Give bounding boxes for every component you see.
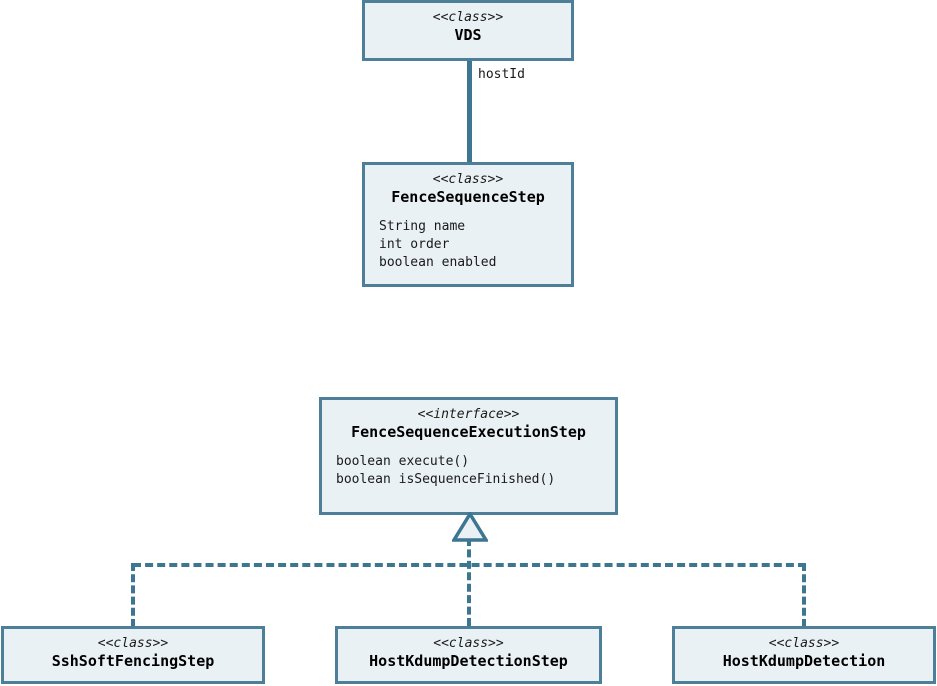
class-stereotype: <<class>>	[432, 10, 504, 25]
interface-operations: boolean execute() boolean isSequenceFini…	[322, 443, 615, 489]
class-name-hostkdumpdetection: HostKdumpDetection	[722, 652, 886, 671]
class-stereotype: <<class>>	[433, 636, 504, 651]
class-box-hostkdumpdetection[interactable]: <<class>> HostKdumpDetection	[672, 626, 936, 684]
hollow-triangle-icon	[452, 512, 488, 542]
class-box-sshsoftfencingstep[interactable]: <<class>> SshSoftFencingStep	[1, 626, 265, 684]
realization-drop-host-kdump-detection	[802, 563, 806, 627]
interface-name-fencesequenceexecutionstep: FenceSequenceExecutionStep	[351, 423, 586, 442]
class-name-hostkdumpdetectionstep: HostKdumpDetectionStep	[369, 652, 568, 671]
class-name-vds: VDS	[454, 26, 482, 45]
realization-stem-center	[467, 538, 471, 626]
association-line-vds-fencesequencestep	[467, 58, 472, 162]
attribute-item: String name	[379, 218, 466, 234]
attribute-item: boolean enabled	[379, 254, 497, 270]
class-name-sshsoftfencingstep: SshSoftFencingStep	[51, 652, 215, 671]
interface-box-fencesequenceexecutionstep[interactable]: <<interface>> FenceSequenceExecutionStep…	[319, 397, 618, 515]
class-stereotype: <<class>>	[97, 636, 169, 651]
class-attributes: String name int order boolean enabled	[365, 208, 571, 272]
operation-item: boolean isSequenceFinished()	[336, 471, 556, 487]
class-box-fencesequencestep[interactable]: <<class>> FenceSequenceStep String name …	[362, 162, 574, 287]
interface-stereotype: <<interface>>	[417, 407, 520, 422]
class-box-hostkdumpdetectionstep[interactable]: <<class>> HostKdumpDetectionStep	[335, 626, 602, 684]
realization-drop-ssh-soft-fencing-step	[131, 563, 135, 627]
operation-item: boolean execute()	[336, 453, 470, 469]
class-name-fencesequencestep: FenceSequenceStep	[391, 188, 545, 207]
class-stereotype: <<class>>	[768, 636, 840, 651]
realization-bus-horizontal	[133, 563, 806, 567]
class-box-vds[interactable]: <<class>> VDS	[362, 0, 574, 61]
attribute-item: int order	[379, 236, 450, 252]
class-stereotype: <<class>>	[432, 172, 504, 187]
edge-label-hostid: hostId	[478, 67, 525, 82]
